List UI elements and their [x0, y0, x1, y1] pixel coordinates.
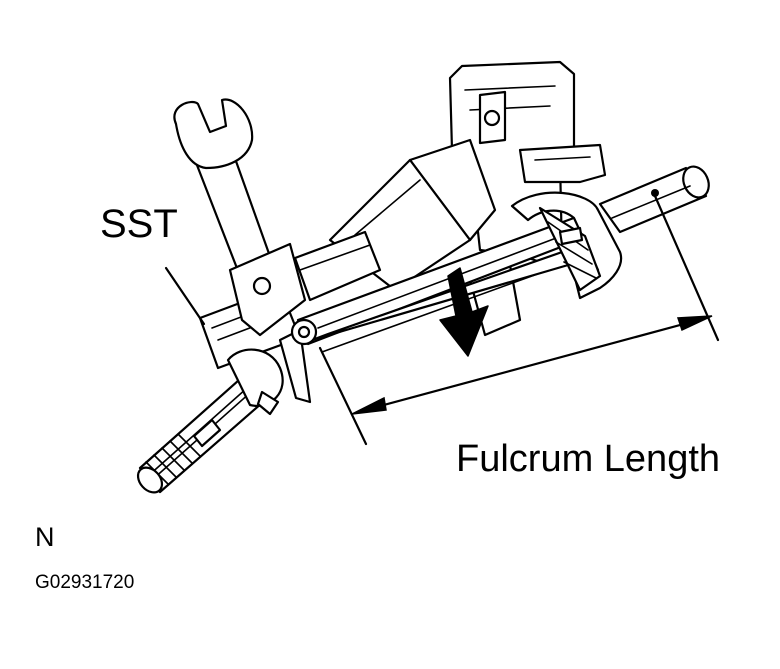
fulcrum-length-label: Fulcrum Length: [456, 438, 721, 480]
figure-id: G02931720: [35, 572, 135, 593]
fulcrum-length-dimension: [318, 194, 720, 446]
sst-label: SST: [100, 202, 178, 246]
pivot-pin: [290, 318, 318, 346]
wrench-handle: [598, 165, 710, 234]
sst-tool: [198, 230, 382, 370]
threaded-shaft: [136, 348, 284, 494]
open-end-wrench: [173, 98, 274, 278]
sst-leader-line: [164, 266, 206, 326]
view-mark: N: [35, 522, 55, 552]
force-arrow-icon: [439, 267, 489, 357]
